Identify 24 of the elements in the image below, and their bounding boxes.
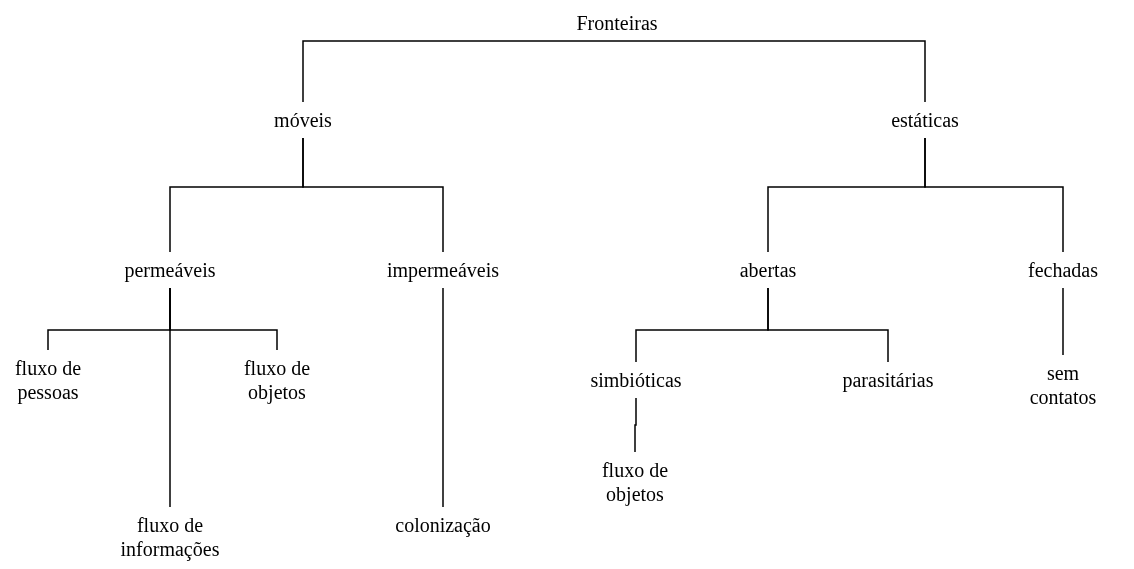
node-label: fluxo de pessoas [13, 356, 83, 404]
node-label: Fronteiras [576, 11, 658, 35]
connector-line [302, 40, 618, 103]
node-label: impermeáveis [386, 258, 500, 282]
node-label: abertas [739, 258, 797, 282]
connector-line [616, 40, 926, 103]
node-label: colonização [395, 513, 491, 537]
node-label: simbióticas [590, 368, 682, 392]
connector-line [767, 287, 889, 363]
node-label: sem contatos [1028, 361, 1098, 409]
connector-line [302, 137, 444, 253]
node-label: fluxo de informações [119, 513, 221, 561]
connector-line [1062, 287, 1064, 356]
node-label: móveis [274, 108, 332, 132]
node-label: fechadas [1028, 258, 1098, 282]
connector-line [924, 137, 1064, 253]
connector-line [169, 287, 278, 351]
connector-line [634, 397, 637, 453]
node-label: fluxo de objetos [600, 458, 670, 506]
node-label: estáticas [891, 108, 959, 132]
node-label: parasitárias [842, 368, 934, 392]
connector-line [442, 287, 444, 508]
node-label: fluxo de objetos [242, 356, 312, 404]
node-label: permeáveis [124, 258, 216, 282]
